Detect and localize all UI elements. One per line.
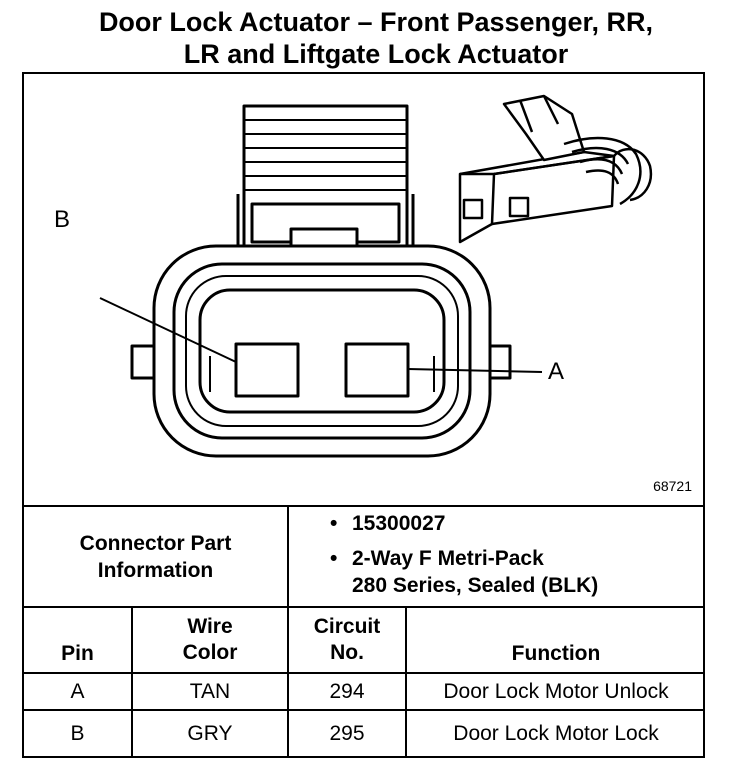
header-wire-color: Wire Color <box>182 615 238 664</box>
row-a-function: Door Lock Motor Unlock <box>443 679 669 703</box>
divider-row <box>22 709 705 711</box>
bullet-part-number: 15300027 <box>352 512 446 535</box>
connector-body <box>152 244 492 458</box>
outer-frame <box>22 72 705 758</box>
pin-label-b: B <box>54 206 71 233</box>
row-a-circuit: 294 <box>329 679 365 703</box>
header-circuit-no: Circuit No. <box>313 615 381 664</box>
divider-header <box>22 672 705 674</box>
divider-table-top <box>22 606 705 608</box>
row-a-pin: A <box>70 679 85 703</box>
connector-latch <box>236 104 415 251</box>
cavity-a <box>344 342 410 398</box>
figure-ref-number: 68721 <box>653 478 692 494</box>
divider-top <box>22 505 705 507</box>
connector-diagram <box>99 94 653 458</box>
header-function: Function <box>511 642 601 665</box>
title-line-1: Door Lock Actuator – Front Passenger, RR… <box>98 7 654 37</box>
leader-a <box>407 368 543 373</box>
row-b-pin: B <box>70 721 85 745</box>
connector-info-label-1: Connector Part <box>79 531 232 555</box>
divider-info <box>287 505 289 606</box>
bullet-connector-type: 2-Way F Metri-Pack <box>352 547 544 570</box>
row-b-circuit: 295 <box>329 721 365 745</box>
row-a-color: TAN <box>189 679 231 703</box>
title-line-2: LR and Liftgate Lock Actuator <box>183 39 569 69</box>
cavity-b <box>234 342 300 398</box>
connector-info-label: Connector Part Information <box>24 507 287 606</box>
row-b-function: Door Lock Motor Lock <box>453 721 659 745</box>
connector-info-label-2: Information <box>97 558 214 582</box>
row-b-color: GRY <box>187 721 233 745</box>
connector-info-bullets: •15300027 •2-Way F Metri-Pack 280 Series… <box>330 512 599 597</box>
leader-b <box>99 297 237 363</box>
header-pin: Pin <box>61 642 94 665</box>
bullet-series: 280 Series, Sealed (BLK) <box>352 574 599 597</box>
connector-3d-view <box>458 94 653 244</box>
pin-label-a: A <box>548 358 565 385</box>
